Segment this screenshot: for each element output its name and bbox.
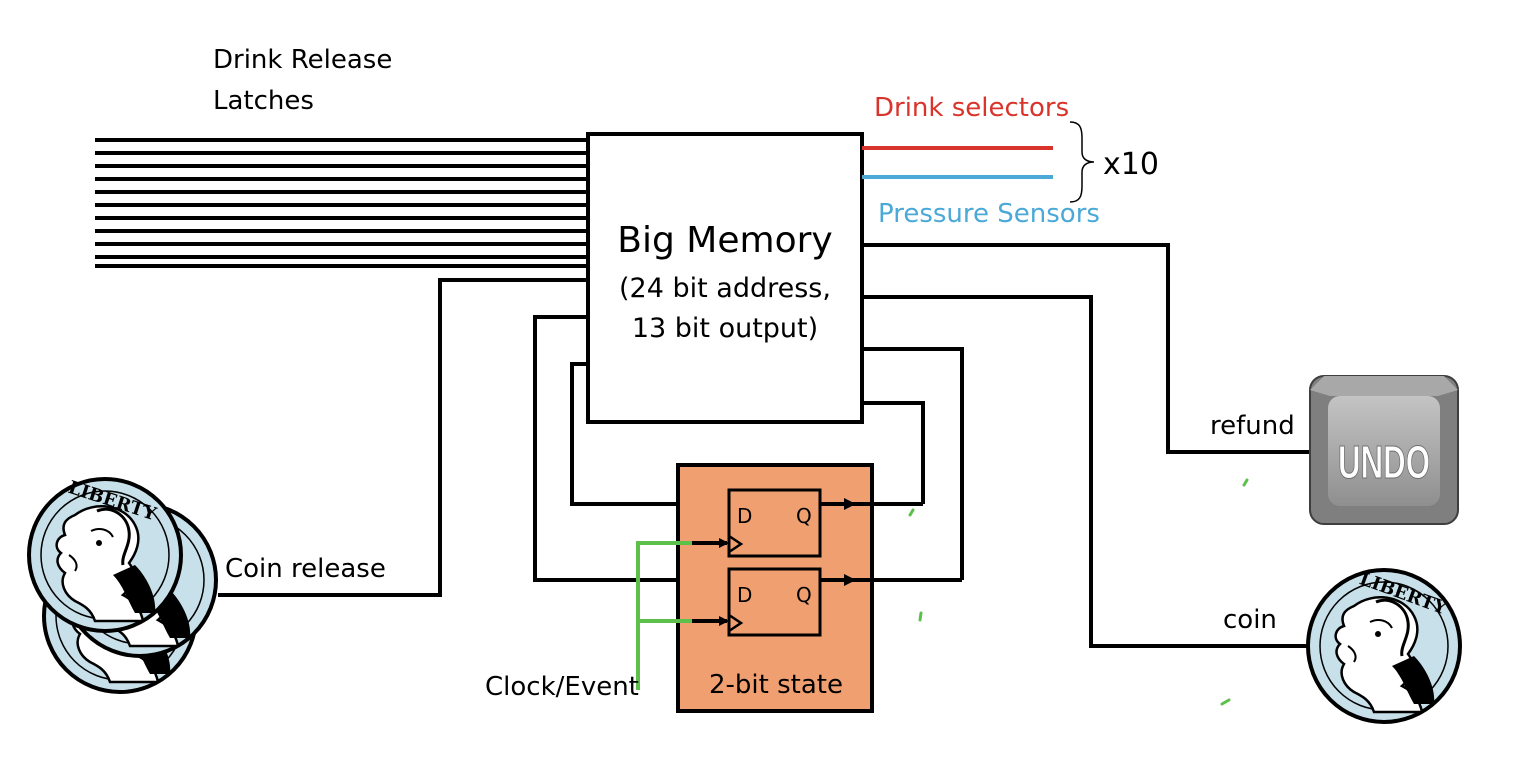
coin-label: coin: [1223, 605, 1277, 635]
multiplier-label: x10: [1103, 147, 1159, 182]
coin-release-wire: [218, 278, 588, 597]
big-memory-box: [586, 132, 864, 424]
refund-label: refund: [1210, 411, 1295, 441]
drink-release-latch-bus: [95, 138, 588, 268]
state-next-bit0-wire: [862, 401, 925, 504]
undo-key-text: UNDO: [1338, 436, 1430, 488]
flip-flop-2-q-label: Q: [796, 583, 812, 607]
flip-flop-1-d-label: D: [737, 504, 752, 528]
state-bit0-to-memory-wire: [570, 362, 729, 509]
flip-flop-2-clock-notch: [728, 613, 744, 633]
state-next-bit1-wire: [862, 347, 964, 580]
green-mark: [918, 611, 923, 622]
flip-flop-1-box: [727, 488, 822, 558]
undo-key-face: [1328, 396, 1440, 506]
green-mark: [1242, 478, 1249, 487]
big-memory-address-spec: (24 bit address,: [619, 273, 831, 304]
drink-selectors-label: Drink selectors: [874, 93, 1069, 123]
pressure-sensors-label: Pressure Sensors: [878, 199, 1100, 229]
state-block-label: 2-bit state: [709, 670, 843, 700]
flip-flop-2-q-arrow: [844, 574, 856, 586]
big-memory-output-spec: 13 bit output): [632, 313, 818, 344]
refund-wire: [862, 243, 1310, 454]
drink-release-label-line1: Drink Release: [213, 45, 392, 75]
coin-wire: [862, 295, 1310, 648]
coin-icon: LIBERTY: [27, 477, 183, 633]
flip-flop-2: D Q: [727, 567, 822, 637]
clock-wire-main: [636, 541, 692, 690]
group-brace: [1069, 121, 1095, 203]
drink-release-label-line2: Latches: [213, 86, 314, 116]
flip-flop-1-q-label: Q: [796, 504, 812, 528]
flip-flop-1-q-arrow: [844, 498, 856, 510]
flip-flop-1: D Q: [727, 488, 822, 558]
big-memory-title: Big Memory: [617, 220, 832, 261]
undo-key-bevel-top: [1310, 376, 1458, 396]
coin-release-label: Coin release: [225, 554, 386, 584]
coin-release-pile-icon: LIBERTY: [27, 477, 218, 694]
undo-key-icon: UNDO: [1309, 375, 1459, 525]
flip-flop-2-d-label: D: [737, 583, 752, 607]
green-marks: [908, 478, 1249, 706]
clock-event-label: Clock/Event: [485, 672, 639, 702]
green-mark: [1220, 698, 1231, 706]
state-bit1-to-memory-wire: [533, 315, 729, 585]
flip-flop-1-clock-notch: [728, 534, 744, 554]
flip-flop-2-box: [727, 567, 822, 637]
coin-input-icon: LIBERTY: [1306, 568, 1462, 724]
green-mark: [908, 508, 915, 517]
